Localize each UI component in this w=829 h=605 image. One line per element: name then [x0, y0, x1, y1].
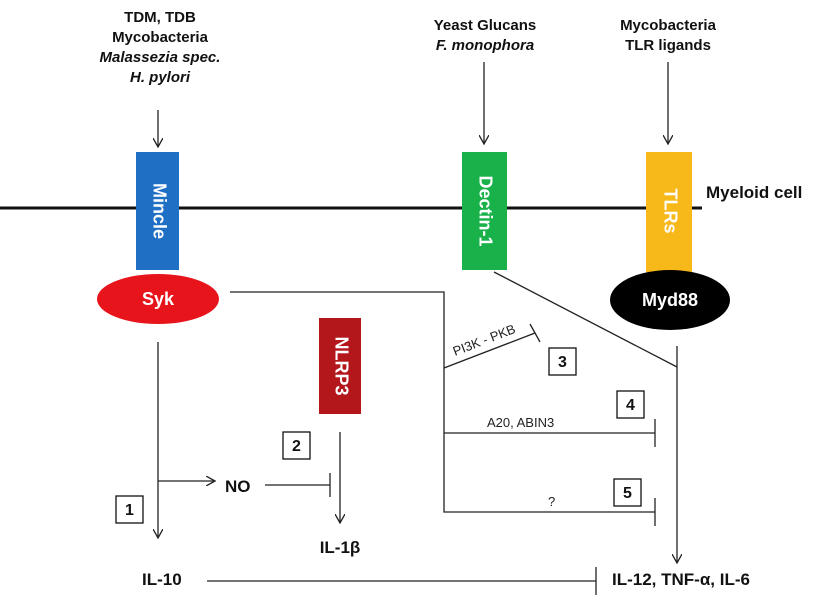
- box-4-label: 4: [626, 397, 635, 414]
- stimulus-h-pylori: H. pylori: [130, 69, 191, 86]
- stimulus-mycobacteria: Mycobacteria: [112, 29, 209, 46]
- box-2-label: 2: [292, 438, 301, 455]
- myd88-label: Myd88: [642, 290, 698, 310]
- stimulus-f-monophora: F. monophora: [436, 37, 534, 54]
- stimulus-yeast-glucans: Yeast Glucans: [434, 17, 537, 34]
- nlrp3-box: [319, 318, 361, 414]
- stimulus-tlr-ligands: TLR ligands: [625, 37, 711, 54]
- cytokines-label: IL-12, TNF-α, IL-6: [612, 570, 750, 589]
- box-5: [613, 478, 642, 507]
- stimulus-malassezia: Malassezia spec.: [100, 49, 221, 66]
- tlrs-receptor: [646, 152, 692, 272]
- box-4: [616, 390, 645, 419]
- tlrs-label: TLRs: [660, 189, 680, 234]
- il10-label: IL-10: [142, 570, 182, 589]
- il1b-label: IL-1β: [320, 538, 361, 557]
- pi3k-inhibition-line: [443, 332, 536, 369]
- box-3: [548, 347, 577, 376]
- syk-branch-line: [230, 291, 655, 513]
- syk-ellipse: [97, 274, 219, 324]
- stimulus-mycobacteria-tlr: Mycobacteria: [620, 17, 717, 34]
- stimulus-tdm-tdb: TDM, TDB: [124, 9, 196, 26]
- box-5-label: 5: [623, 485, 632, 502]
- nlrp3-label: NLRP3: [331, 336, 351, 395]
- myd88-ellipse: [610, 270, 730, 330]
- syk-label: Syk: [142, 289, 175, 309]
- pi3k-inhibition-bar: [529, 323, 541, 343]
- a20-label: A20, ABIN3: [487, 415, 554, 430]
- membrane-label: Myeloid cell: [706, 183, 802, 202]
- dectin-receptor: [462, 152, 507, 270]
- dectin-label: Dectin-1: [475, 175, 495, 246]
- box-2: [282, 431, 311, 460]
- dectin-to-cytokines-line: [493, 271, 678, 368]
- box-3-label: 3: [558, 354, 567, 371]
- mincle-receptor: [136, 152, 179, 270]
- no-label: NO: [225, 477, 251, 496]
- box-1: [115, 495, 144, 524]
- unknown-label: ?: [548, 494, 555, 509]
- box-1-label: 1: [125, 502, 134, 519]
- mincle-label: Mincle: [149, 183, 169, 239]
